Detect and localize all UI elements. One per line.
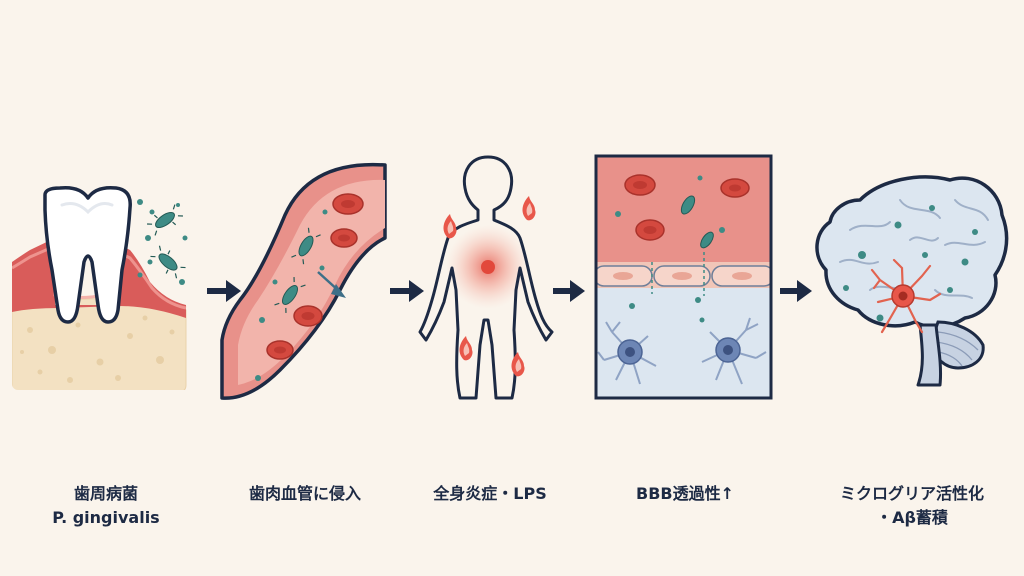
bacterium-icon <box>700 231 714 249</box>
caption-line-1: 全身炎症・LPS <box>433 484 547 503</box>
caption-gum-vessel-invasion: 歯肉血管に侵入 <box>205 482 405 506</box>
activated-microglia-icon <box>870 258 942 334</box>
caption-line-1: 歯肉血管に侵入 <box>248 484 361 503</box>
bacterium-icon <box>680 195 696 215</box>
caption-line-1: 歯周病菌 <box>73 484 138 503</box>
caption-line-2: P. gingivalis <box>52 508 160 527</box>
caption-line-1: ミクログリア活性化 <box>839 484 984 503</box>
bacterium-icon <box>274 277 306 313</box>
bacterium-icon <box>147 204 183 236</box>
caption-systemic-inflammation: 全身炎症・LPS <box>390 482 590 506</box>
arrow-icon <box>780 280 812 302</box>
brain-icon <box>815 175 1009 387</box>
caption-oral-bacteria: 歯周病菌 P. gingivalis <box>6 482 206 530</box>
blood-vessel-icon <box>220 162 387 400</box>
red-blood-cell-icon <box>266 193 364 360</box>
caption-bbb-permeability: BBB透過性↑ <box>585 482 785 506</box>
arrow-icon <box>553 280 585 302</box>
caption-brain-microglia: ミクログリア活性化 ・Aβ蓄積 <box>812 482 1012 530</box>
caption-line-1: BBB透過性↑ <box>636 484 734 503</box>
bacteria-cluster <box>137 199 188 285</box>
amyloid-deposit-dots <box>843 205 978 322</box>
caption-line-2: ・Aβ蓄積 <box>876 508 948 527</box>
arrow-icon <box>207 280 241 302</box>
blood-brain-barrier-icon <box>594 154 773 400</box>
human-body-icon <box>418 155 554 400</box>
arrow-icon <box>390 280 424 302</box>
bacterium-icon <box>291 227 321 265</box>
bacterium-icon <box>150 245 186 279</box>
tooth-icon <box>12 185 187 390</box>
